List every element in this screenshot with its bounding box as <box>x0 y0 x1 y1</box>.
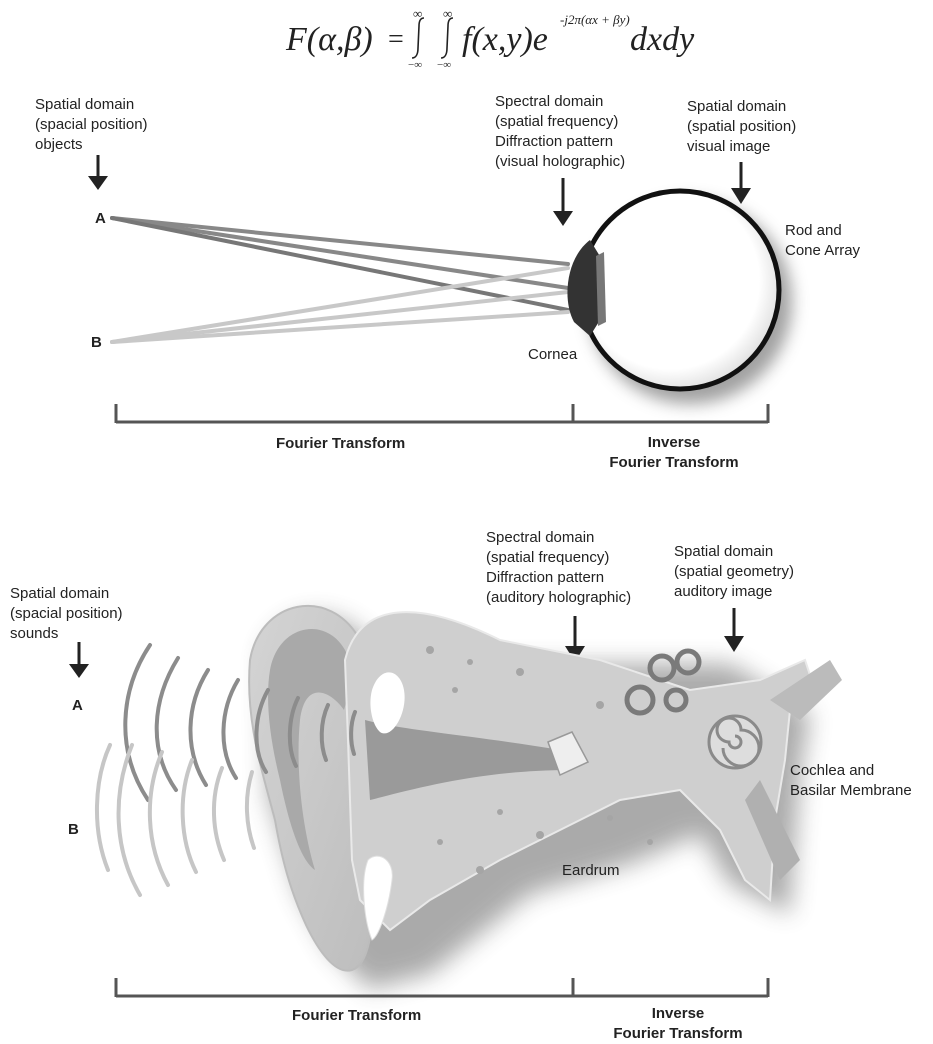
ear-point-b: B <box>68 820 79 840</box>
eye-fourier-transform-label: Fourier Transform <box>276 434 405 454</box>
eye-transform-bracket <box>116 404 768 423</box>
ear-fourier-transform-label: Fourier Transform <box>292 1006 421 1026</box>
arrow-down-icon <box>553 178 573 226</box>
eye-point-b: B <box>91 333 102 353</box>
ear-inverse-fourier-label: Inverse Fourier Transform <box>598 1004 758 1044</box>
eye-spectral-domain-label: Spectral domain (spatial frequency) Diff… <box>495 92 625 172</box>
eyeball <box>567 191 792 404</box>
ear-image-domain-label: Spatial domain (spatial geometry) audito… <box>674 542 794 602</box>
arrow-down-icon <box>88 155 108 190</box>
ear-spectral-domain-label: Spectral domain (spatial frequency) Diff… <box>486 528 631 608</box>
cochlea <box>709 716 761 768</box>
arrow-down-icon <box>69 642 89 678</box>
cornea-label: Cornea <box>528 345 577 365</box>
ear-source-domain-label: Spatial domain (spacial position) sounds <box>10 584 123 644</box>
eye-image-domain-label: Spatial domain (spatial position) visual… <box>687 97 796 157</box>
arrow-down-icon <box>724 608 744 652</box>
rod-cone-label: Rod and Cone Array <box>785 221 860 261</box>
eye-point-a: A <box>95 209 106 229</box>
light-rays <box>112 218 568 342</box>
eye-inverse-fourier-label: Inverse Fourier Transform <box>594 433 754 473</box>
ear-anatomy <box>249 606 842 989</box>
cornea-lens <box>567 240 601 336</box>
arrow-down-icon <box>731 162 751 204</box>
eardrum-label: Eardrum <box>562 861 620 881</box>
eye-source-domain-label: Spatial domain (spacial position) object… <box>35 95 148 155</box>
cochlea-label: Cochlea and Basilar Membrane <box>790 761 912 801</box>
ear-point-a: A <box>72 696 83 716</box>
ear-transform-bracket <box>116 978 768 997</box>
